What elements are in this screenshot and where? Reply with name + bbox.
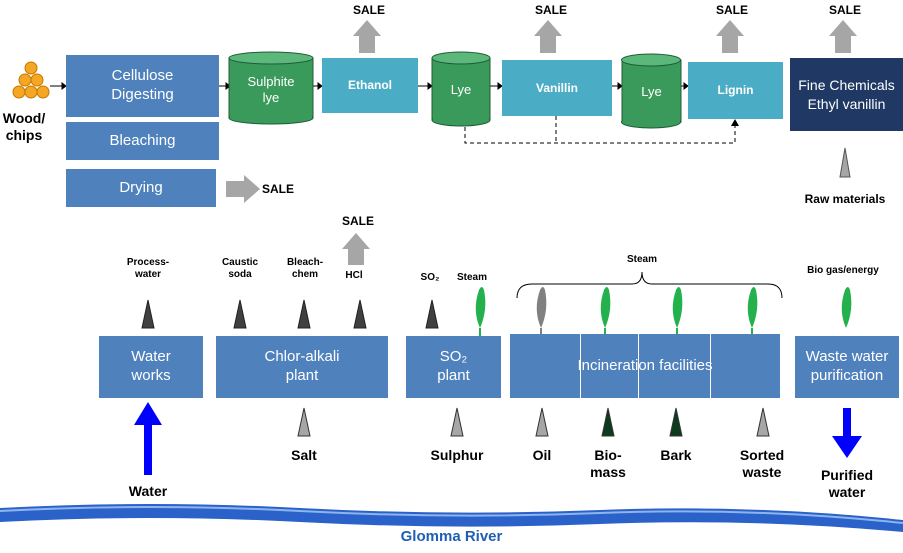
sale-ethanol-label: SALE	[353, 3, 386, 17]
so2-plant-box: SO₂ plant	[406, 336, 501, 398]
lignin-box: Lignin	[688, 62, 783, 119]
incineration-box: Incineration facilities	[510, 334, 780, 398]
river-label: Glomma River	[400, 528, 503, 545]
bleaching-box: Bleaching	[66, 122, 219, 160]
caustic-soda-label: Caustic soda	[221, 257, 259, 280]
biomass-label: Bio- mass	[590, 447, 626, 480]
dashed-arrowhead	[731, 119, 739, 126]
purified-water-label: Purified water	[820, 467, 874, 500]
sale-lignin-label: SALE	[716, 3, 749, 17]
incineration-divider	[580, 334, 581, 398]
tank-lye-1	[431, 51, 491, 127]
drying-box: Drying	[66, 169, 216, 207]
lye-2-label: Lye	[641, 83, 662, 99]
salt-label: Salt	[291, 447, 317, 463]
ethanol-box: Ethanol	[322, 58, 418, 113]
wood-chips-icon	[12, 61, 50, 99]
fine-chemicals-box: Fine Chemicals Ethyl vanillin	[790, 58, 903, 131]
process-water-label: Process- water	[126, 257, 170, 280]
cellulose-digesting-box: Cellulose Digesting	[66, 55, 219, 117]
sulphur-label: Sulphur	[430, 447, 484, 463]
vanillin-box: Vanillin	[502, 60, 612, 116]
input-triangles	[297, 407, 770, 437]
steam-group-label: Steam	[626, 254, 657, 265]
output-triangles	[141, 299, 439, 329]
sale-vanillin-label: SALE	[535, 3, 568, 17]
water-up-arrow	[134, 402, 162, 475]
sale-drying-label: SALE	[262, 182, 295, 196]
water-works-box: Water works	[99, 336, 203, 398]
tank-sulphite-lye	[228, 51, 314, 125]
water-label: Water	[128, 483, 168, 499]
purified-water-down-arrow	[832, 408, 862, 458]
oil-label: Oil	[532, 447, 552, 463]
bio-gas-label: Bio gas/energy	[807, 265, 879, 276]
sale-fine-chemicals-label: SALE	[829, 3, 862, 17]
incineration-divider	[710, 334, 711, 398]
waste-water-box: Waste water purification	[795, 336, 899, 398]
steam-plumes	[475, 287, 852, 345]
sulphite-lye-label: Sulphite lye	[247, 73, 295, 105]
river-icon	[0, 504, 903, 532]
incineration-label: Incineration facilities	[577, 356, 713, 374]
raw-materials-label: Raw materials	[804, 192, 886, 206]
wood-chips-label: Wood/ chips	[2, 110, 46, 143]
flow-arrows	[50, 82, 689, 90]
chlor-alkali-box: Chlor-alkali plant	[216, 336, 388, 398]
lye-1-label: Lye	[450, 81, 472, 97]
sorted-waste-label: Sorted waste	[739, 447, 785, 480]
raw-materials-triangle	[839, 147, 851, 178]
sale-hcl-label: SALE	[341, 214, 374, 228]
steam-label: Steam	[456, 272, 487, 283]
bleach-chem-label: Bleach- chem	[286, 257, 324, 280]
dashed-connections	[464, 116, 736, 144]
steam-brace	[516, 271, 783, 299]
tank-lye-2	[621, 53, 682, 129]
hcl-label: HCl	[345, 270, 363, 281]
sale-arrows	[226, 20, 857, 265]
incineration-divider	[638, 334, 639, 398]
so2-output-label: SO₂	[420, 272, 440, 283]
bark-label: Bark	[660, 447, 692, 463]
